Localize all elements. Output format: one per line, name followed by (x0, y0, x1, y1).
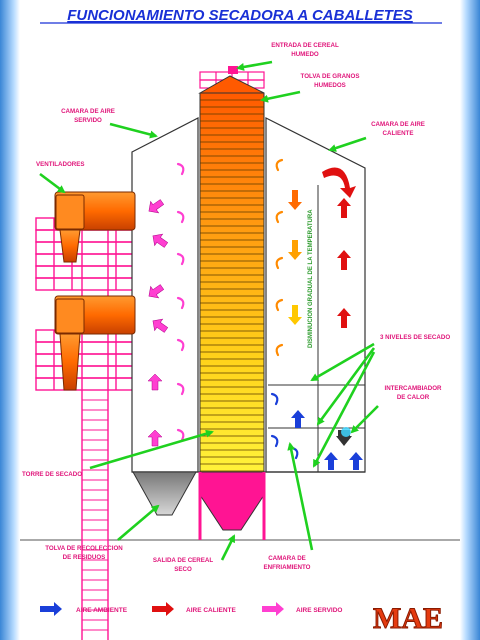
left-gradient-band (0, 0, 20, 640)
served-curl-marks (176, 162, 185, 442)
legend-arrow-ambiente (40, 602, 62, 616)
hot-air-arrow (288, 240, 302, 260)
served-arrow (147, 429, 163, 447)
label-ventiladores: VENTILADORES (36, 161, 84, 168)
label-tolva-humedos-1: TOLVA DE GRANOS (301, 73, 360, 80)
served-arrow (148, 284, 165, 299)
label-entrada-1: ENTRADA DE CEREAL (271, 42, 339, 49)
served-arrow (147, 373, 163, 391)
hopper-legs (198, 472, 266, 540)
pointer-arrows (39, 60, 379, 561)
label-salida-2: SECO (174, 566, 192, 573)
label-camara-caliente-2: CALIENTE (383, 130, 414, 137)
legend-arrow-servido (262, 602, 284, 616)
hot-air-curve (322, 167, 356, 198)
label-camara-servido-2: SERVIDO (74, 117, 102, 124)
hot-air-arrows (288, 167, 356, 328)
label-tolva-residuos-1: TOLVA DE RECOLECCION (45, 545, 123, 552)
label-tolva-residuos-2: DE RESIDUOS (63, 554, 106, 561)
scaffold-frame (35, 217, 135, 640)
heat-exchanger-nozzle (336, 436, 352, 446)
label-salida-1: SALIDA DE CEREAL (153, 557, 213, 564)
hot-air-arrow (337, 308, 351, 328)
ambient-air-arrow (291, 410, 305, 428)
fan-lower (54, 295, 136, 391)
dry-grain-hopper (199, 471, 265, 531)
ladder-rungs (82, 399, 108, 631)
label-enfriamiento-1: CAMARA DE (268, 555, 306, 562)
legend-arrow-caliente (152, 602, 174, 616)
mae-logo: MAE (373, 602, 443, 635)
heat-exchanger-flame (341, 427, 351, 437)
fan-upper (54, 191, 136, 263)
temperature-gradient-label: DISMINUCION GRADUAL DE LA TEMPERATURA (308, 209, 314, 348)
label-entrada-2: HUMEDO (291, 51, 319, 58)
right-gradient-band (460, 0, 480, 640)
label-intercambiador-1: INTERCAMBIADOR (384, 385, 442, 392)
hot-air-arrow (288, 190, 302, 210)
label-tolva-humedos-2: HUMEDOS (314, 82, 346, 89)
label-niveles: 3 NIVELES DE SECADO (380, 334, 450, 341)
component-labels: ENTRADA DE CEREAL HUMEDO TOLVA DE GRANOS… (22, 42, 450, 573)
air-served-arrows (147, 199, 169, 447)
wet-grain-hopper (198, 75, 265, 94)
label-camara-caliente-1: CAMARA DE AIRE (371, 121, 425, 128)
tower-slats (200, 99, 264, 472)
label-torre: TORRE DE SECADO (22, 471, 82, 478)
ambient-air-arrow (324, 452, 338, 470)
served-arrow (152, 318, 169, 333)
served-arrow (152, 233, 169, 248)
servido-chamber-outline (131, 117, 199, 473)
served-arrow (148, 199, 165, 214)
legend-label-caliente: AIRE CALIENTE (186, 607, 237, 614)
legend: AIRE AMBIENTE AIRE CALIENTE AIRE SERVIDO (40, 602, 342, 616)
hot-air-arrow (337, 250, 351, 270)
label-camara-servido-1: CAMARA DE AIRE (61, 108, 115, 115)
label-enfriamiento-2: ENFRIAMIENTO (264, 564, 311, 571)
residue-hopper (132, 471, 197, 516)
hot-curl-marks (275, 158, 284, 357)
ambient-air-arrows (291, 410, 363, 470)
page-title: FUNCIONAMIENTO SECADORA A CABALLETES (67, 7, 413, 24)
ambient-air-arrow (349, 452, 363, 470)
legend-label-servido: AIRE SERVIDO (296, 607, 342, 614)
hot-air-arrow (288, 305, 302, 325)
cereal-inlet (228, 66, 238, 74)
legend-label-ambiente: AIRE AMBIENTE (76, 607, 128, 614)
label-intercambiador-2: DE CALOR (397, 394, 430, 401)
caliente-chamber-outline (265, 117, 366, 473)
hot-air-arrow (337, 198, 351, 218)
